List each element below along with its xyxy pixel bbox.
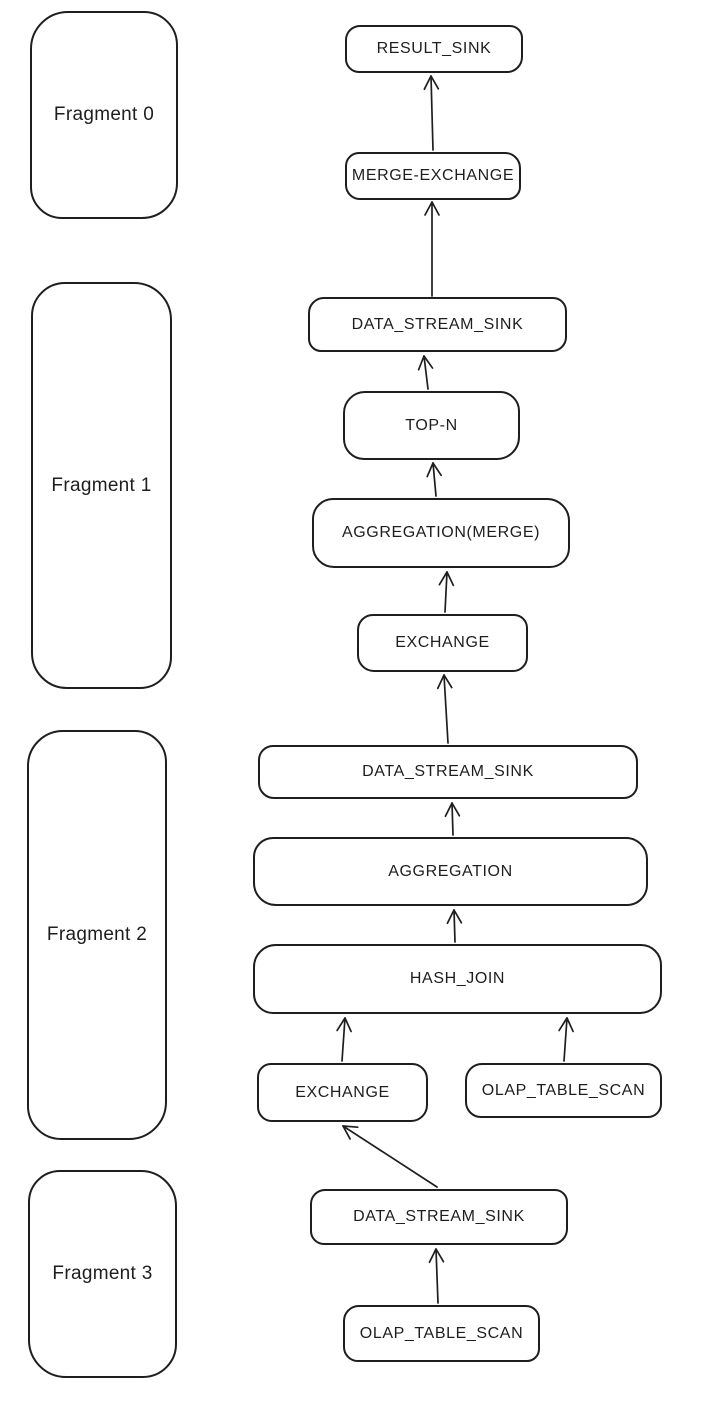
node-label: RESULT_SINK <box>376 40 492 57</box>
edge-hash-join-to-aggregation <box>446 909 463 943</box>
fragment-label-1: Fragment 1 <box>51 474 152 496</box>
fragment-box-0: Fragment 0 <box>30 11 178 219</box>
edge-olap-table-scan-1-to-hash-join <box>558 1017 574 1062</box>
node-data-stream-sink-3: DATA_STREAM_SINK <box>310 1189 568 1245</box>
node-label: EXCHANGE <box>295 1083 390 1101</box>
edge-aggregation-to-data-stream-sink-2 <box>444 802 461 836</box>
node-result-sink: RESULT_SINK <box>345 25 523 73</box>
node-label: EXCHANGE <box>395 634 490 651</box>
edge-aggregation-merge-to-top-n <box>426 462 442 497</box>
node-aggregation: AGGREGATION <box>253 837 648 906</box>
edge-exchange-2-to-hash-join <box>336 1017 352 1062</box>
node-label: OLAP_TABLE_SCAN <box>359 1324 524 1342</box>
edge-merge-exchange-to-result-sink <box>423 75 440 151</box>
node-label: HASH_JOIN <box>409 970 506 987</box>
node-olap-table-scan-1: OLAP_TABLE_SCAN <box>465 1063 662 1118</box>
node-aggregation-merge: AGGREGATION(MERGE) <box>312 498 570 568</box>
edge-top-n-to-data-stream-sink-1 <box>417 355 434 390</box>
node-exchange-1: EXCHANGE <box>357 614 528 672</box>
node-label: OLAP_TABLE_SCAN <box>481 1081 646 1099</box>
fragment-box-3: Fragment 3 <box>28 1170 177 1378</box>
node-merge-exchange: MERGE-EXCHANGE <box>345 152 521 200</box>
node-label: MERGE-EXCHANGE <box>351 167 515 184</box>
node-exchange-2: EXCHANGE <box>257 1063 428 1122</box>
node-label: AGGREGATION(MERGE) <box>341 524 541 541</box>
node-label: TOP-N <box>405 416 458 434</box>
edge-exchange-1-to-aggregation-merge <box>438 571 455 613</box>
node-label: AGGREGATION <box>388 862 513 880</box>
node-label: DATA_STREAM_SINK <box>351 315 524 333</box>
fragment-label-0: Fragment 0 <box>53 104 155 125</box>
node-data-stream-sink-1: DATA_STREAM_SINK <box>308 297 567 352</box>
fragment-box-2: Fragment 2 <box>27 730 167 1140</box>
edge-data-stream-sink-3-to-exchange-2 <box>342 1125 438 1188</box>
node-hash-join: HASH_JOIN <box>253 944 662 1014</box>
edge-olap-table-scan-2-to-data-stream-sink-3 <box>428 1248 445 1304</box>
node-top-n: TOP-N <box>343 391 520 460</box>
node-olap-table-scan-2: OLAP_TABLE_SCAN <box>343 1305 540 1362</box>
node-label: DATA_STREAM_SINK <box>362 763 534 780</box>
fragment-box-1: Fragment 1 <box>31 282 172 689</box>
node-label: DATA_STREAM_SINK <box>353 1208 525 1225</box>
fragment-label-3: Fragment 3 <box>52 1263 153 1284</box>
edge-data-stream-sink-2-to-exchange-1 <box>436 674 453 744</box>
fragment-label-2: Fragment 2 <box>46 924 148 945</box>
node-data-stream-sink-2: DATA_STREAM_SINK <box>258 745 638 799</box>
